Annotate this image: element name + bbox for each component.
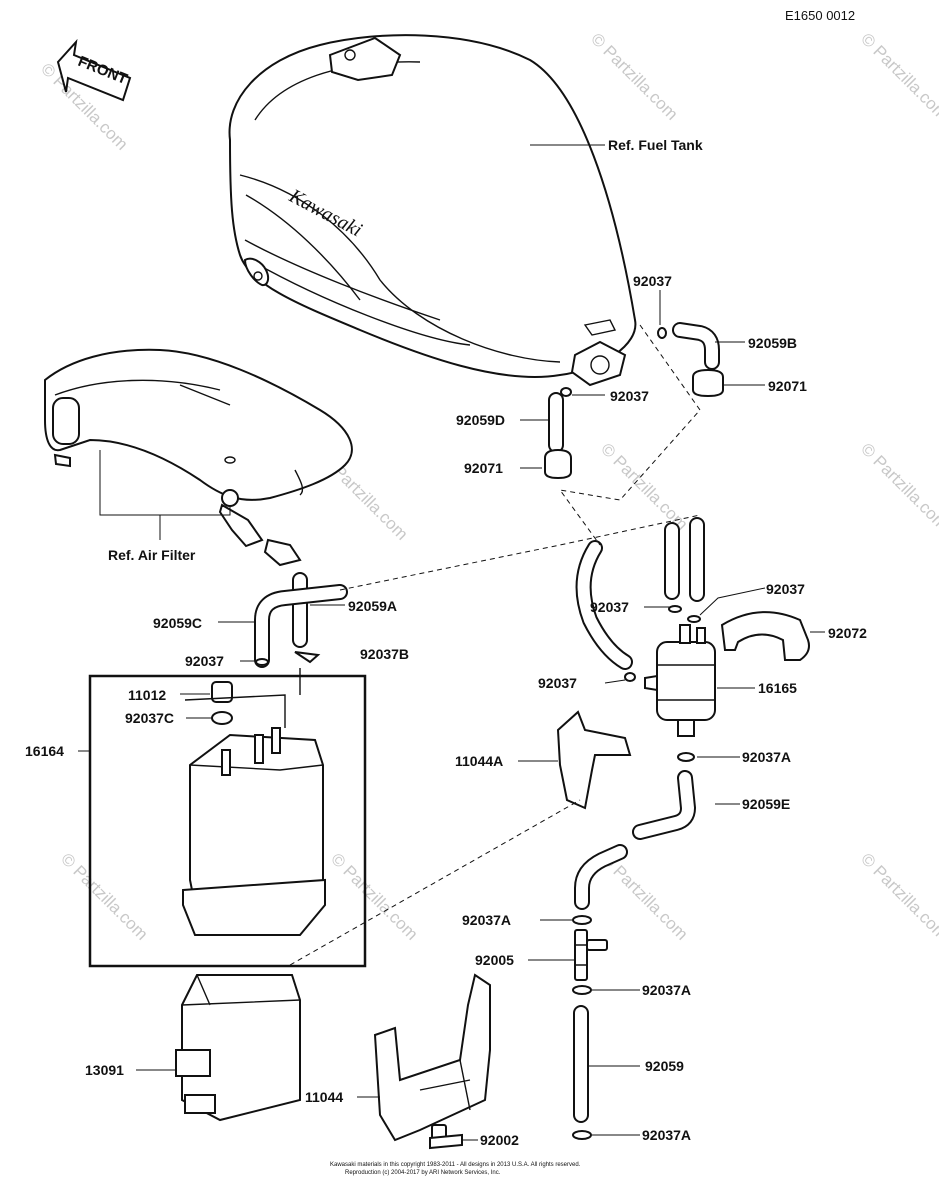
label-11012: 11012 bbox=[128, 687, 166, 703]
label-92037C: 92037C bbox=[125, 710, 174, 726]
label-11044A: 11044A bbox=[455, 753, 503, 769]
ref-air-filter-leader bbox=[99, 450, 231, 540]
bracket-11044A bbox=[556, 710, 632, 810]
label-92037-left2: 92037 bbox=[590, 599, 629, 615]
strap-92072 bbox=[720, 611, 810, 661]
label-92059E: 92059E bbox=[742, 796, 790, 812]
label-92002: 92002 bbox=[480, 1132, 519, 1148]
label-16165: 16165 bbox=[758, 680, 797, 696]
copyright-line-2: Reproduction (c) 2004-2017 by ARI Networ… bbox=[345, 1170, 501, 1176]
air-filter-housing bbox=[44, 348, 353, 567]
watermark-11: © Partzilla.com bbox=[857, 849, 939, 943]
label-92037-right2: 92037 bbox=[766, 581, 805, 597]
label-92071-left: 92071 bbox=[464, 460, 503, 476]
label-92037A-3: 92037A bbox=[642, 982, 691, 998]
watermark-4: © Partzilla.com bbox=[857, 29, 939, 123]
label-16164: 16164 bbox=[25, 743, 64, 759]
fuel-filter-16165 bbox=[644, 624, 716, 737]
cover-13091 bbox=[175, 974, 301, 1122]
ref-air-filter-label: Ref. Air Filter bbox=[108, 547, 196, 563]
label-92037-mid: 92037 bbox=[610, 388, 649, 404]
copyright-line-1: Kawasaki materials in this copyright 198… bbox=[330, 1162, 581, 1168]
leaders bbox=[78, 290, 825, 1141]
part-labels: 92037 92059B 92037 92071 92059D 92071 92… bbox=[25, 273, 867, 1148]
label-92059: 92059 bbox=[645, 1058, 684, 1074]
label-92059B: 92059B bbox=[748, 335, 797, 351]
label-92037A-4: 92037A bbox=[642, 1127, 691, 1143]
label-92037A-2: 92037A bbox=[462, 912, 511, 928]
label-11044: 11044 bbox=[305, 1089, 343, 1105]
tee-92005 bbox=[574, 929, 608, 981]
label-92059D: 92059D bbox=[456, 412, 505, 428]
connection-lines bbox=[289, 324, 701, 966]
label-92037B: 92037B bbox=[360, 646, 409, 662]
label-92071-right: 92071 bbox=[768, 378, 807, 394]
grommets bbox=[544, 368, 724, 480]
label-92059A: 92059A bbox=[348, 598, 397, 614]
hoses bbox=[254, 322, 720, 1123]
label-92037-top: 92037 bbox=[633, 273, 672, 289]
watermark-6: © Partzilla.com bbox=[857, 439, 939, 533]
label-92005: 92005 bbox=[475, 952, 514, 968]
watermark-8: © Partzilla.com bbox=[57, 849, 151, 943]
label-92037-hose: 92037 bbox=[538, 675, 577, 691]
label-13091: 13091 bbox=[85, 1062, 124, 1078]
label-92059C: 92059C bbox=[153, 615, 202, 631]
watermark-3: © Partzilla.com bbox=[587, 29, 681, 123]
label-92037A-1: 92037A bbox=[742, 749, 791, 765]
fuel-tank: Kawasaki bbox=[228, 34, 637, 387]
diagram-code: E1650 0012 bbox=[785, 8, 855, 23]
label-92037-left: 92037 bbox=[185, 653, 224, 669]
label-92072: 92072 bbox=[828, 625, 867, 641]
bracket-11044 bbox=[373, 973, 491, 1150]
canister-box bbox=[88, 668, 367, 968]
ref-fuel-tank-label: Ref. Fuel Tank bbox=[608, 137, 703, 153]
clamps bbox=[255, 327, 701, 1140]
watermark-9: © Partzilla.com bbox=[327, 849, 421, 943]
